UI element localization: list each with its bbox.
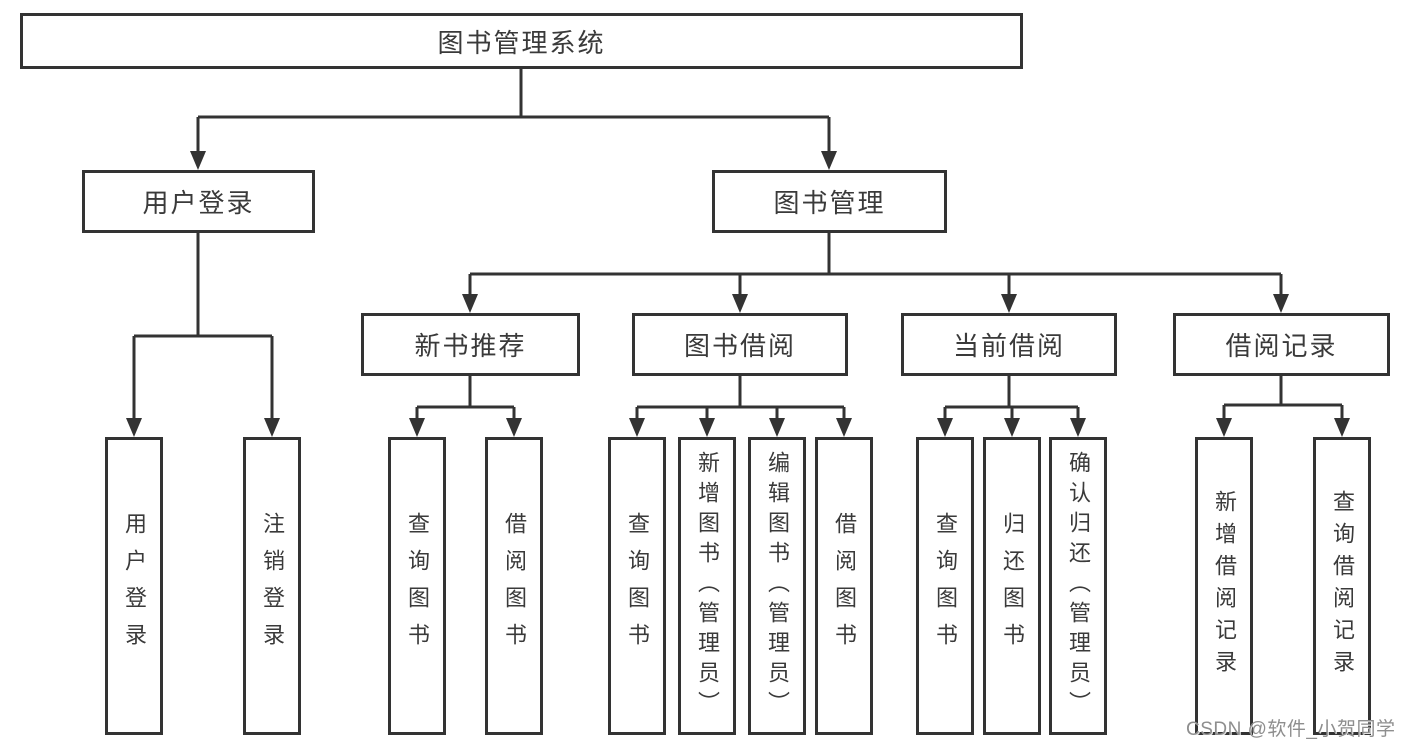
edge-current-borrow-to-leaves xyxy=(937,376,1086,437)
leaf-add-borrow-record: 新增借阅记录 xyxy=(1195,437,1253,735)
arrowhead xyxy=(699,418,715,437)
node-book-management: 图书管理 xyxy=(712,170,947,233)
edge-book-borrow-to-leaves xyxy=(629,376,852,437)
arrowhead xyxy=(732,294,748,313)
arrowhead xyxy=(1004,418,1020,437)
arrowhead xyxy=(821,151,837,170)
leaf-recommend-borrow-book: 借阅图书 xyxy=(485,437,543,735)
leaf-borrowing-borrow-book: 借阅图书 xyxy=(815,437,873,735)
edge-borrow-records-to-leaves xyxy=(1216,376,1350,437)
arrowhead xyxy=(126,418,142,437)
leaf-query-borrow-record: 查询借阅记录 xyxy=(1313,437,1371,735)
leaf-user-login: 用户登录 xyxy=(105,437,163,735)
leaf-borrowing-query-book: 查询图书 xyxy=(608,437,666,735)
arrowhead xyxy=(1216,418,1232,437)
arrowhead xyxy=(836,418,852,437)
csdn-watermark: CSDN @软件_小贺同学 xyxy=(1186,719,1396,740)
arrowhead xyxy=(1001,294,1017,313)
arrowhead xyxy=(409,418,425,437)
node-current-borrowing: 当前借阅 xyxy=(901,313,1117,376)
leaf-logout: 注销登录 xyxy=(243,437,301,735)
node-new-book-recommend: 新书推荐 xyxy=(361,313,580,376)
node-book-borrowing: 图书借阅 xyxy=(632,313,848,376)
arrowhead xyxy=(1070,418,1086,437)
leaf-confirm-return-admin: 确认归还（管理员） xyxy=(1049,437,1107,735)
leaf-recommend-query-book: 查询图书 xyxy=(388,437,446,735)
node-user-login: 用户登录 xyxy=(82,170,315,233)
node-borrowing-records: 借阅记录 xyxy=(1173,313,1390,376)
arrowhead xyxy=(1273,294,1289,313)
edge-book-mgmt-to-level3 xyxy=(462,233,1289,313)
arrowhead xyxy=(937,418,953,437)
edge-root-to-level2 xyxy=(190,69,837,170)
arrowhead xyxy=(264,418,280,437)
edge-user-login-to-leaves xyxy=(126,233,280,437)
leaf-current-query-book: 查询图书 xyxy=(916,437,974,735)
arrowhead xyxy=(462,294,478,313)
arrowhead xyxy=(629,418,645,437)
leaf-add-book-admin: 新增图书（管理员） xyxy=(678,437,736,735)
edge-new-book-rec-to-leaves xyxy=(409,376,522,437)
arrowhead xyxy=(1334,418,1350,437)
arrowhead xyxy=(769,418,785,437)
leaf-edit-book-admin: 编辑图书（管理员） xyxy=(748,437,806,735)
leaf-return-book: 归还图书 xyxy=(983,437,1041,735)
node-root-system: 图书管理系统 xyxy=(20,13,1023,69)
arrowhead xyxy=(506,418,522,437)
arrowhead xyxy=(190,151,206,170)
